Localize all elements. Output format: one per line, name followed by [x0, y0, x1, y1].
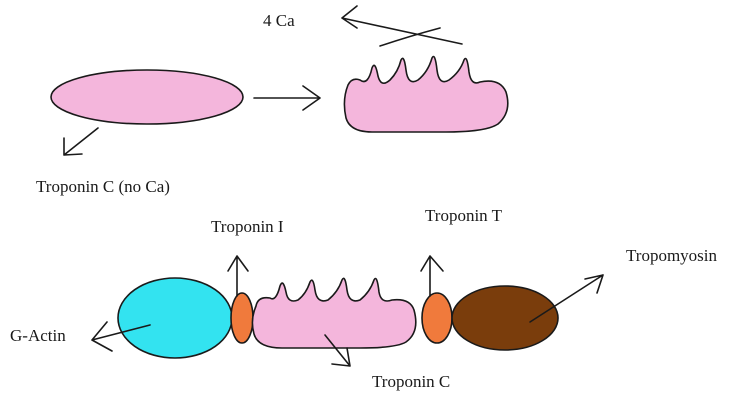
troponin-c-shape: [252, 278, 415, 348]
transition-arrow: [254, 86, 320, 110]
pointer-arrow-troponin-i: [228, 256, 248, 296]
troponin-i-shape: [231, 293, 253, 343]
g-actin-shape: [118, 278, 232, 358]
troponin-i-label: Troponin I: [211, 218, 284, 235]
pointer-arrow-troponin-c-no-ca: [64, 128, 98, 155]
g-actin-label: G-Actin: [10, 327, 66, 344]
tropomyosin-label: Tropomyosin: [626, 247, 717, 264]
calcium-label: 4 Ca: [263, 12, 295, 29]
troponin-t-shape: [422, 293, 452, 343]
troponin-c-no-ca-label: Troponin C (no Ca): [36, 178, 170, 195]
troponin-c-label: Troponin C: [372, 373, 450, 390]
troponin-c-bound-shape: [344, 57, 507, 133]
tropomyosin-shape: [452, 286, 558, 350]
pointer-arrow-troponin-t: [421, 256, 443, 296]
troponin-t-label: Troponin T: [425, 207, 502, 224]
troponin-c-no-ca-shape: [51, 70, 243, 124]
